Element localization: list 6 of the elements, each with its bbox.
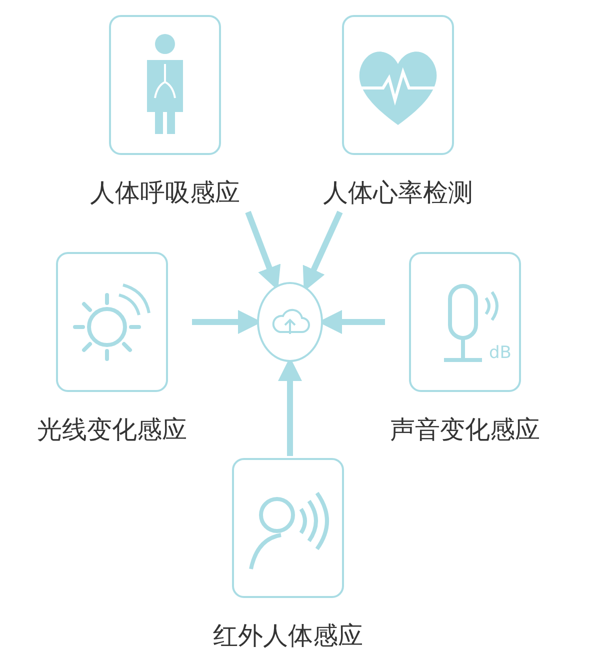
sensor-label: 人体呼吸感应 [89,177,241,209]
sensor-label: 声音变化感应 [389,414,541,446]
unit-label: dB [489,344,512,362]
sensor-label: 光线变化感应 [36,414,188,446]
sensor-label: 人体心率检测 [322,177,474,209]
sensor-label: 红外人体感应 [212,620,364,652]
